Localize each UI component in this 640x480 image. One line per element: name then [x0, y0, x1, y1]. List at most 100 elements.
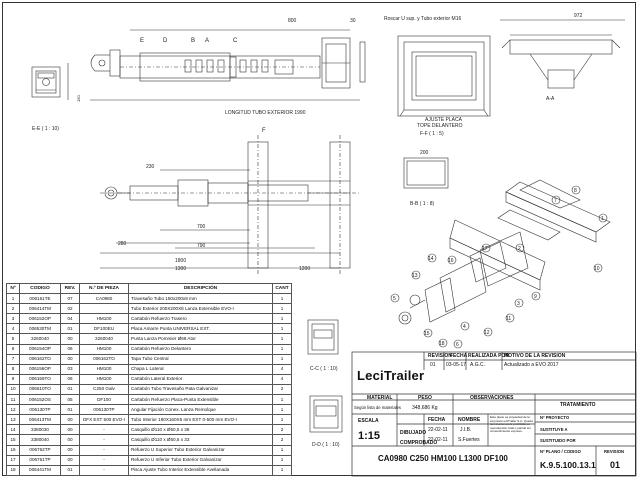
bom-cell-descripcion: Placa Amarre Punta UNIVERSAL EXT. [128, 323, 273, 335]
bom-cell-codigo: 006162TO [19, 353, 61, 365]
tratamiento-label: TRATAMIENTO [560, 402, 596, 408]
section-ff-view [397, 35, 491, 117]
bom-cell-no: 5 [6, 333, 20, 345]
legal-note: Este plano es propiedad de la empresa Le… [490, 415, 533, 434]
dim-200: 200 [420, 150, 429, 156]
bom-cell-codigo: 3260040 [19, 333, 61, 345]
bom-cell-descripcion: Casquillo Ø110 x Ø50,5 x 38 [128, 424, 273, 436]
bom-cell-codigo: 006152OS [19, 394, 61, 406]
bom-cell-rev: 01 [60, 464, 80, 476]
rev-row-motivo: Actualizado a EVO 2017 [504, 362, 559, 368]
bom-cell-descripcion: Pisca Ajuste Tubo Interior Extensible Av… [128, 464, 273, 476]
balloon-15: 15 [424, 331, 430, 337]
tope-note: TOPE DELANTERO [417, 123, 463, 129]
bom-cell-descripcion: Casquillo Ø110 x Ø50,5 x 33 [128, 434, 273, 446]
bill-of-materials: Nº CODIGO REV. N.º DE PIEZA DESCRIPCIÓN … [6, 282, 292, 476]
bom-cell-cant: 1 [272, 293, 292, 305]
bom-cell-no: 9 [6, 373, 20, 385]
bom-cell-codigo: 006156OP [19, 363, 61, 375]
comprobado-nombre: S.Fuertes [458, 437, 480, 443]
dibujado-fecha: 22-02-11 [428, 427, 448, 433]
company-logo: LeciTrailer [357, 368, 425, 383]
dibujado-label: DIBUJADO [400, 430, 427, 436]
bom-cell-rev: 04 [60, 313, 80, 325]
bom-cell-no: 14 [6, 424, 20, 436]
balloon-17: 17 [482, 246, 488, 252]
section-aa-view [500, 19, 625, 89]
part-balloons: 1 10 9 3 11 4 14 13 16 17 2 12 5 15 18 6… [390, 185, 608, 349]
bom-cell-pieza: 006162TO [79, 353, 129, 365]
bom-cell-rev: 01 [60, 383, 80, 396]
comprobado-label: COMPROBADO [400, 440, 438, 446]
long-tube-label: LONGITUD TUBO EXTERIOR 1990 [225, 110, 306, 116]
bom-cell-cant: 1 [272, 323, 292, 335]
balloon-16: 16 [448, 258, 454, 264]
bom-cell-rev: 00 [60, 353, 80, 365]
bom-cell-pieza: DFX EXT 500 EVO-I [79, 414, 129, 426]
bom-cell-rev: 01 [60, 323, 80, 335]
section-letter-d: D [163, 38, 168, 44]
bom-cell-rev: 07 [60, 293, 80, 305]
dibujado-nombre: J.I.B. [460, 427, 472, 433]
balloon-9: 9 [534, 294, 537, 300]
bom-cell-codigo: 006154OP [19, 343, 61, 355]
bom-cell-descripcion: Refuerzo U Inferior Tubo Exterior Galvan… [128, 454, 273, 466]
dim-790: 790 [197, 243, 206, 249]
rev-header-motivo: MOTIVO DE LA REVISION [504, 353, 566, 359]
dim-700: 700 [197, 224, 206, 230]
rev-row-revision: 01 [430, 362, 436, 368]
bom-cell-no: 12 [6, 404, 20, 416]
rev-header-revision: REVISION [428, 353, 452, 359]
section-ff-label: F-F ( 1 : 5) [420, 131, 444, 137]
proyecto-label: Nº PROYECTO [540, 415, 570, 420]
bom-cell-no: 16 [6, 444, 20, 456]
dim-1200: 1200 [299, 266, 310, 272]
dim-800: 800 [288, 18, 297, 24]
section-aa-label: A-A [546, 96, 555, 102]
rev-row-realizada: A.G.C. [470, 362, 486, 368]
bom-cell-no: 18 [6, 464, 20, 476]
bom-cell-no: 6 [6, 343, 20, 355]
bom-cell-cant: 1 [272, 394, 292, 406]
section-letter-e: E [140, 38, 144, 44]
bom-cell-descripcion: Angular Fijación Conex. Lanza Remolque [128, 404, 273, 416]
plano-label: Nº PLANO / CODIGO [540, 449, 581, 454]
bom-cell-codigo: 006610TO [19, 383, 61, 396]
bom-cell-cant: 1 [272, 303, 292, 315]
bom-cell-pieza: HM100 [79, 313, 129, 325]
bom-cell-rev: 00 [60, 333, 80, 345]
roscar-note: Roscar U sup. y Tubo exterior M16 [384, 16, 461, 22]
peso-label: PESO [418, 395, 432, 401]
rev-header-fecha: FECHA [450, 353, 468, 359]
bom-cell-no: 11 [6, 394, 20, 406]
bom-cell-descripcion: Tubo Interior 160X160X6 mm EXT 0-500 mm … [128, 414, 273, 426]
bom-cell-codigo: 006152OP [19, 313, 61, 325]
bom-cell-descripcion: Cartabón Refuerzo Delantero [128, 343, 273, 355]
section-ee-view [31, 66, 61, 98]
section-cc-label: C-C ( 1 : 10) [310, 366, 338, 372]
bom-col-descripcion: DESCRIPCIÓN [128, 282, 273, 295]
balloon-4: 4 [463, 324, 466, 330]
dim-1300: 1300 [175, 266, 186, 272]
bom-cell-rev: 06 [60, 373, 80, 385]
balloon-11: 11 [506, 316, 511, 322]
bom-cell-descripcion: Cartabón Refuerzo Placa-Punta Extensible [128, 394, 273, 406]
bom-cell-no: 10 [6, 383, 20, 396]
plan-view [100, 135, 360, 275]
bom-cell-codigo: 006161TE [19, 293, 61, 305]
bom-cell-rev: 00 [60, 414, 80, 426]
bom-cell-rev: 00 [60, 444, 80, 456]
bom-cell-cant: 1 [272, 343, 292, 355]
bom-cell-rev: 02 [60, 303, 80, 315]
isometric-view [398, 179, 611, 325]
bom-cell-pieza: - [79, 464, 129, 476]
bom-cell-rev: 06 [60, 343, 80, 355]
bom-cell-rev: 01 [60, 404, 80, 416]
